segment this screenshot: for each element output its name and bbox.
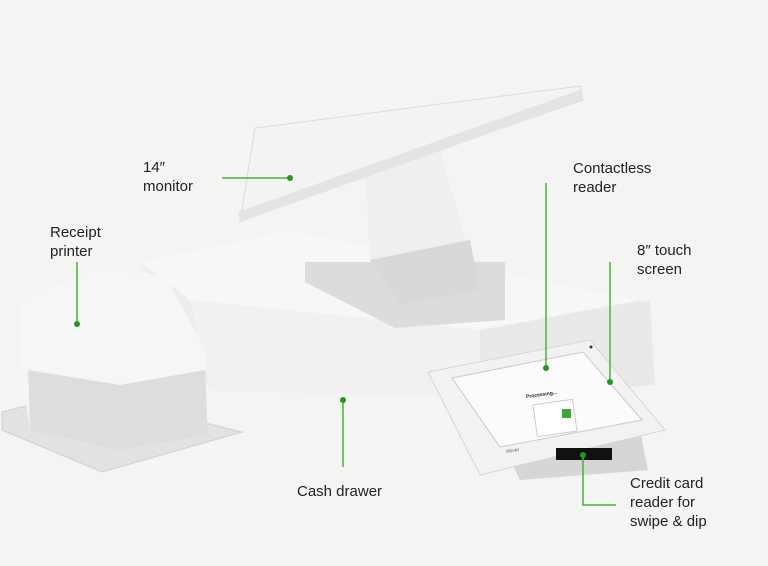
label-receipt-printer: Receipt printer <box>50 224 101 260</box>
touch-screen-callout-dot <box>607 379 613 385</box>
contactless-callout-dot <box>543 365 549 371</box>
label-card-reader: Credit card reader for swipe & dip <box>630 475 707 530</box>
cash-drawer-callout-dot <box>340 397 346 403</box>
label-touch-screen: 8″ touch screen <box>637 242 692 278</box>
receipt-printer-callout-dot <box>74 321 80 327</box>
receipt-printer <box>1 270 244 473</box>
label-cash-drawer: Cash drawer <box>297 483 383 500</box>
monitor <box>238 85 584 328</box>
label-contactless-reader: Contactless reader <box>573 160 652 196</box>
card-reader-callout-line <box>582 455 616 506</box>
monitor-callout-dot <box>287 175 293 181</box>
label-monitor: 14″ monitor <box>143 159 194 195</box>
card-reader-callout-dot <box>580 452 586 458</box>
touch-screen-device <box>427 339 666 480</box>
